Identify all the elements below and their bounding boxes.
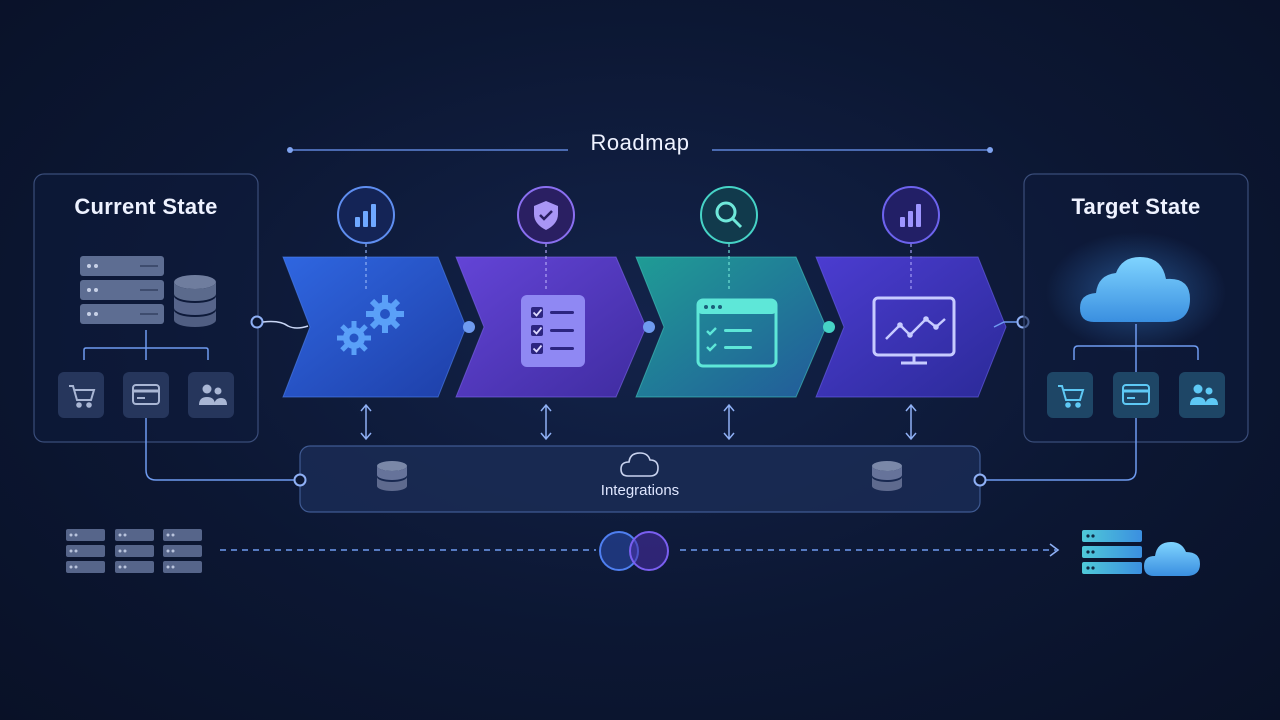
bar-chart-icon — [355, 204, 376, 227]
browser-checklist-icon — [696, 298, 778, 368]
stage-4 — [815, 256, 1007, 398]
migration-path — [220, 543, 1060, 557]
server-stack-icon — [80, 256, 164, 324]
stage-3 — [635, 256, 827, 398]
current-app-cart-tile — [58, 372, 104, 418]
badge-3 — [700, 186, 758, 290]
users-icon — [1190, 384, 1218, 405]
badge-1 — [337, 186, 395, 290]
connector-current-to-roadmap — [250, 315, 309, 329]
card-icon — [132, 384, 160, 405]
server-racks-icon — [66, 529, 202, 573]
target-app-users-tile — [1179, 372, 1225, 418]
badge-4 — [882, 186, 940, 290]
badge-2 — [517, 186, 575, 290]
stage-2 — [455, 256, 647, 398]
shield-check-icon — [534, 201, 558, 230]
stage-1 — [282, 256, 467, 398]
checklist-icon — [521, 295, 585, 367]
users-icon — [199, 384, 227, 405]
cloud-icon — [620, 452, 659, 477]
bar-chart-icon — [900, 204, 921, 227]
target-state-title: Target State — [1071, 194, 1201, 219]
current-state-panel — [33, 173, 296, 481]
target-state-panel — [984, 173, 1249, 481]
database-icon — [377, 461, 407, 491]
database-icon — [872, 461, 902, 491]
gears-icon — [337, 295, 404, 355]
cart-icon — [1058, 385, 1085, 408]
database-icon — [174, 275, 216, 327]
roadmap-header-line — [287, 147, 993, 153]
roadmap-title: Roadmap — [590, 130, 690, 155]
stage-joints — [463, 321, 835, 333]
overlap-circles-icon — [599, 531, 669, 571]
current-app-users-tile — [188, 372, 234, 418]
current-state-title: Current State — [74, 194, 218, 219]
integrations-bar — [293, 445, 987, 513]
integrations-label: Integrations — [600, 482, 680, 499]
current-app-card-tile — [123, 372, 169, 418]
server-cloud-icon — [1082, 530, 1200, 576]
monitor-chart-icon — [872, 296, 956, 365]
target-app-cart-tile — [1047, 372, 1093, 418]
cart-icon — [69, 385, 96, 408]
search-icon — [715, 201, 743, 229]
card-icon — [1122, 384, 1150, 405]
sync-arrows — [360, 403, 917, 441]
cloud-icon — [1080, 257, 1190, 322]
target-app-card-tile — [1113, 372, 1159, 418]
